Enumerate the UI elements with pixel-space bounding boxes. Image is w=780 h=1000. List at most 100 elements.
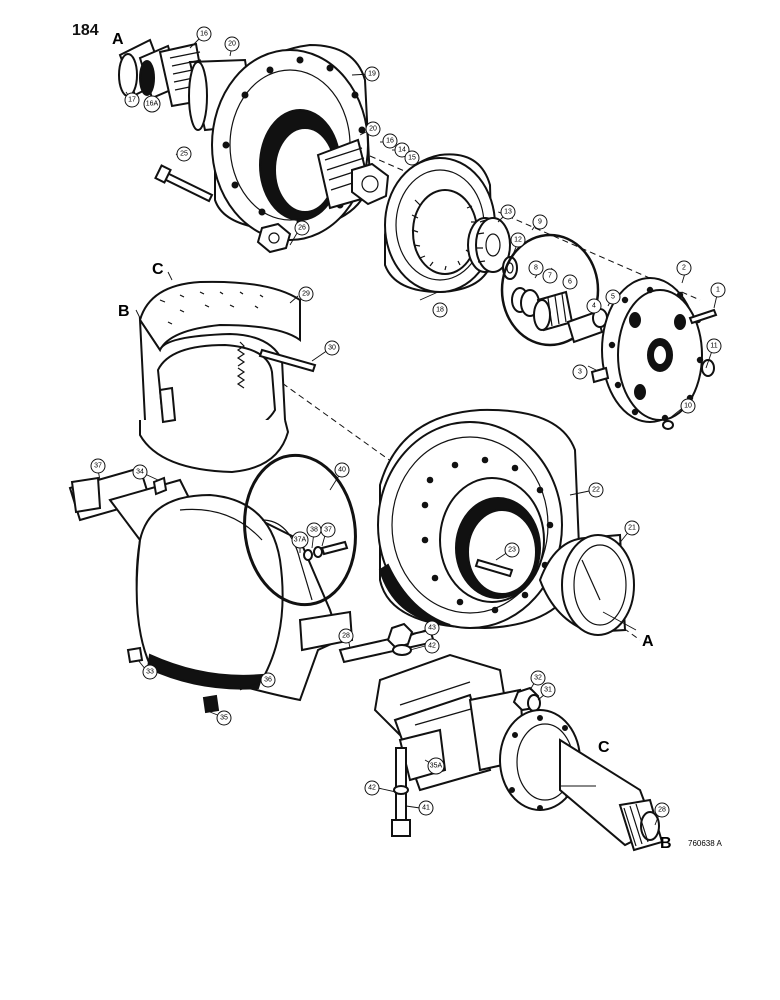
svg-text:16: 16 [386, 138, 394, 145]
axle-housing-36 [68, 466, 354, 702]
svg-text:10: 10 [684, 403, 692, 410]
callout-4: 4 [586, 298, 602, 314]
section-letter-c-right: C [598, 739, 610, 756]
svg-text:4: 4 [592, 303, 596, 310]
callout-6: 6 [562, 274, 578, 290]
svg-text:37: 37 [94, 463, 102, 470]
svg-text:41: 41 [422, 805, 430, 812]
section-letter-c-top: C [152, 261, 164, 278]
callout-35: 35 [216, 710, 232, 726]
svg-text:12: 12 [514, 237, 522, 244]
callout-16a: 16A [143, 95, 161, 113]
svg-text:42: 42 [428, 643, 436, 650]
planet-carrier-2 [601, 277, 704, 423]
pinion-gear-6 [533, 290, 574, 332]
plug-33 [126, 646, 144, 664]
svg-text:16A: 16A [146, 101, 159, 108]
svg-text:16: 16 [200, 31, 208, 38]
svg-text:3: 3 [578, 369, 582, 376]
callout-5: 5 [605, 289, 621, 305]
callout-19: 19 [364, 66, 380, 82]
page-number: 184 [72, 22, 99, 39]
axle-shaft-37 [70, 476, 102, 514]
callout-36: 36 [260, 672, 276, 688]
hub-cap-21 [538, 533, 635, 636]
svg-text:37: 37 [324, 527, 332, 534]
breather-34 [152, 476, 168, 496]
callout-37a: 37A [291, 531, 309, 549]
plug-10 [662, 420, 674, 430]
svg-text:29: 29 [302, 291, 310, 298]
washers-and-bolt-37a-38-37 [303, 540, 349, 561]
bolt-41-washer-42 [391, 747, 411, 837]
nut-26 [256, 222, 292, 254]
svg-text:5: 5 [611, 294, 615, 301]
gasket-40 [243, 453, 357, 607]
svg-text:31: 31 [544, 687, 552, 694]
callout-37-left: 37 [90, 458, 106, 474]
drum-bolt-holes [421, 456, 554, 614]
brake-springs [236, 341, 246, 389]
callout-26: 26 [294, 220, 310, 236]
axle-center-35a [373, 653, 527, 792]
svg-text:19: 19 [368, 71, 376, 78]
svg-text:40: 40 [338, 467, 346, 474]
svg-text:34: 34 [136, 469, 144, 476]
o-ring-9 [500, 233, 600, 347]
callout-22: 22 [588, 482, 604, 498]
callout-34: 34 [132, 464, 148, 480]
callout-41: 41 [418, 800, 434, 816]
stud-23 [474, 558, 514, 578]
callout-3: 3 [572, 364, 588, 380]
spindle-shaft-28-right [559, 738, 664, 852]
callout-20-top: 20 [224, 36, 240, 52]
svg-text:37A: 37A [294, 537, 307, 544]
callout-28-left: 28 [338, 628, 354, 644]
svg-text:15: 15 [408, 155, 416, 162]
svg-text:35: 35 [220, 715, 228, 722]
svg-text:7: 7 [548, 273, 552, 280]
callout-21: 21 [624, 520, 640, 536]
svg-text:32: 32 [534, 675, 542, 682]
svg-text:38: 38 [310, 527, 318, 534]
section-letter-b-bottom: B [660, 835, 672, 852]
callout-43: 43 [424, 620, 440, 636]
callout-9: 9 [532, 214, 548, 230]
section-letter-a-top: A [112, 31, 124, 48]
svg-text:1: 1 [716, 287, 720, 294]
callout-13: 13 [500, 204, 516, 220]
section-letter-b-left: B [118, 303, 130, 320]
svg-text:33: 33 [146, 669, 154, 676]
callout-12: 12 [510, 232, 526, 248]
svg-text:8: 8 [534, 265, 538, 272]
callout-16-top: 16 [196, 26, 212, 42]
svg-text:25: 25 [180, 151, 188, 158]
plug-3 [590, 366, 610, 384]
callout-15: 15 [404, 150, 420, 166]
axle-shaft-28-left [338, 628, 436, 664]
nut-15 [351, 162, 390, 206]
screw-1 [688, 308, 718, 325]
svg-text:9: 9 [538, 219, 542, 226]
svg-text:6: 6 [568, 279, 572, 286]
callout-16-inner: 16 [382, 133, 398, 149]
brake-drum-22 [377, 408, 582, 630]
svg-text:13: 13 [504, 209, 512, 216]
thrust-washer-12 [502, 256, 518, 280]
svg-text:23: 23 [508, 547, 516, 554]
svg-text:28: 28 [658, 807, 666, 814]
svg-text:21: 21 [628, 525, 636, 532]
callout-35a: 35A [427, 757, 445, 775]
callout-2: 2 [676, 260, 692, 276]
callout-11: 11 [706, 338, 722, 354]
planet-gear-13 [467, 217, 511, 273]
ring-gear-18 [384, 153, 496, 294]
svg-text:2: 2 [682, 265, 686, 272]
callout-33: 33 [142, 664, 158, 680]
callout-31: 31 [540, 682, 556, 698]
callout-18: 18 [432, 302, 448, 318]
callout-42-lower: 42 [364, 780, 380, 796]
callout-28-right: 28 [654, 802, 670, 818]
callout-37-right: 37 [320, 522, 336, 538]
callout-42-upper: 42 [424, 638, 440, 654]
